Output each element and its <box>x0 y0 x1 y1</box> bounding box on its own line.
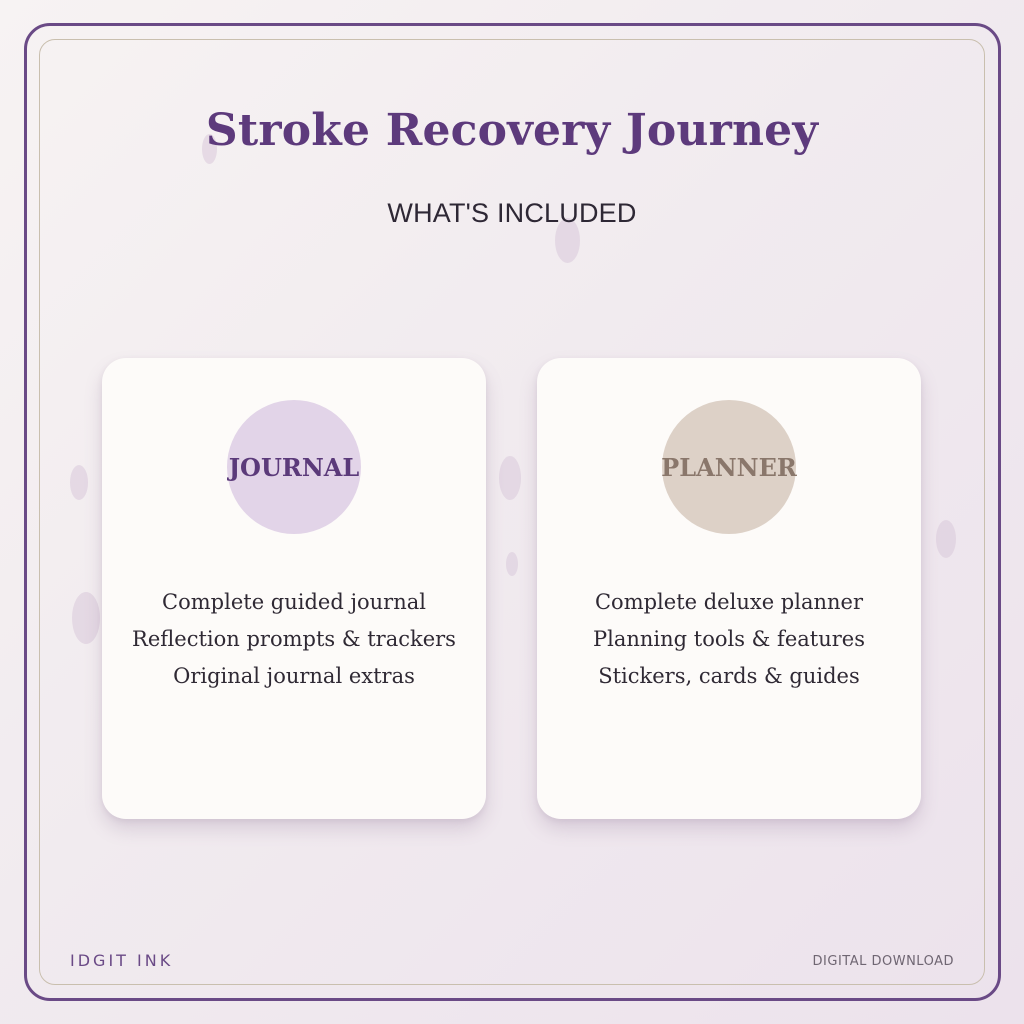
planner-badge-label: PLANNER <box>661 452 797 482</box>
list-item: Complete guided journal <box>162 590 426 614</box>
decorative-petal-icon <box>936 520 956 558</box>
page-title: Stroke Recovery Journey <box>205 105 819 156</box>
journal-badge: JOURNAL <box>227 400 361 534</box>
planner-card: PLANNER Complete deluxe planner Planning… <box>537 358 921 819</box>
journal-badge-label: JOURNAL <box>228 452 360 482</box>
journal-feature-list: Complete guided journal Reflection promp… <box>102 584 486 695</box>
journal-card: JOURNAL Complete guided journal Reflecti… <box>102 358 486 819</box>
list-item: Stickers, cards & guides <box>598 664 860 688</box>
inner-frame <box>39 39 985 985</box>
decorative-petal-icon <box>70 465 88 500</box>
list-item: Reflection prompts & trackers <box>132 627 456 651</box>
planner-feature-list: Complete deluxe planner Planning tools &… <box>537 584 921 695</box>
decorative-petal-icon <box>72 592 100 644</box>
planner-badge: PLANNER <box>661 400 797 534</box>
decorative-petal-icon <box>499 456 521 500</box>
decorative-petal-icon <box>202 134 217 164</box>
list-item: Original journal extras <box>173 664 415 688</box>
decorative-petal-icon <box>555 218 580 263</box>
list-item: Planning tools & features <box>593 627 865 651</box>
brand-name: IDGIT INK <box>70 951 174 970</box>
page-subtitle: WHAT'S INCLUDED <box>387 198 637 228</box>
decorative-petal-icon <box>506 552 518 576</box>
download-tag: DIGITAL DOWNLOAD <box>812 954 954 969</box>
outer-frame <box>24 23 1001 1001</box>
list-item: Complete deluxe planner <box>594 590 863 614</box>
